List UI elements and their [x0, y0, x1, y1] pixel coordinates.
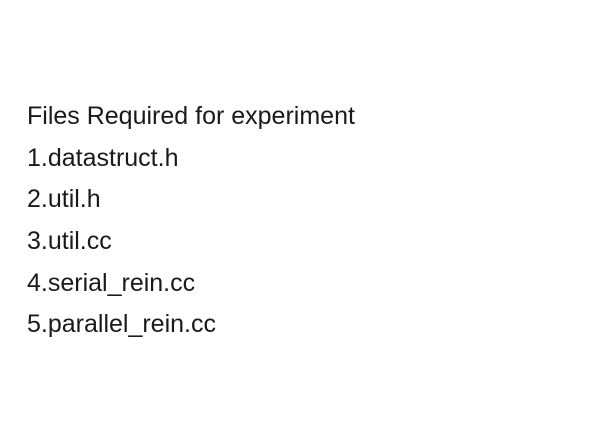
document-body: Files Required for experiment 1.datastru…	[27, 96, 587, 346]
file-list-item: 3.util.cc	[27, 227, 112, 256]
file-list-item: 5.parallel_rein.cc	[27, 310, 216, 339]
file-list-item: 4.serial_rein.cc	[27, 268, 196, 297]
file-list-item: 1.datastruct.h	[27, 143, 179, 172]
document-heading: Files Required for experiment	[27, 102, 355, 131]
file-list-item: 2.util.h	[27, 185, 101, 214]
